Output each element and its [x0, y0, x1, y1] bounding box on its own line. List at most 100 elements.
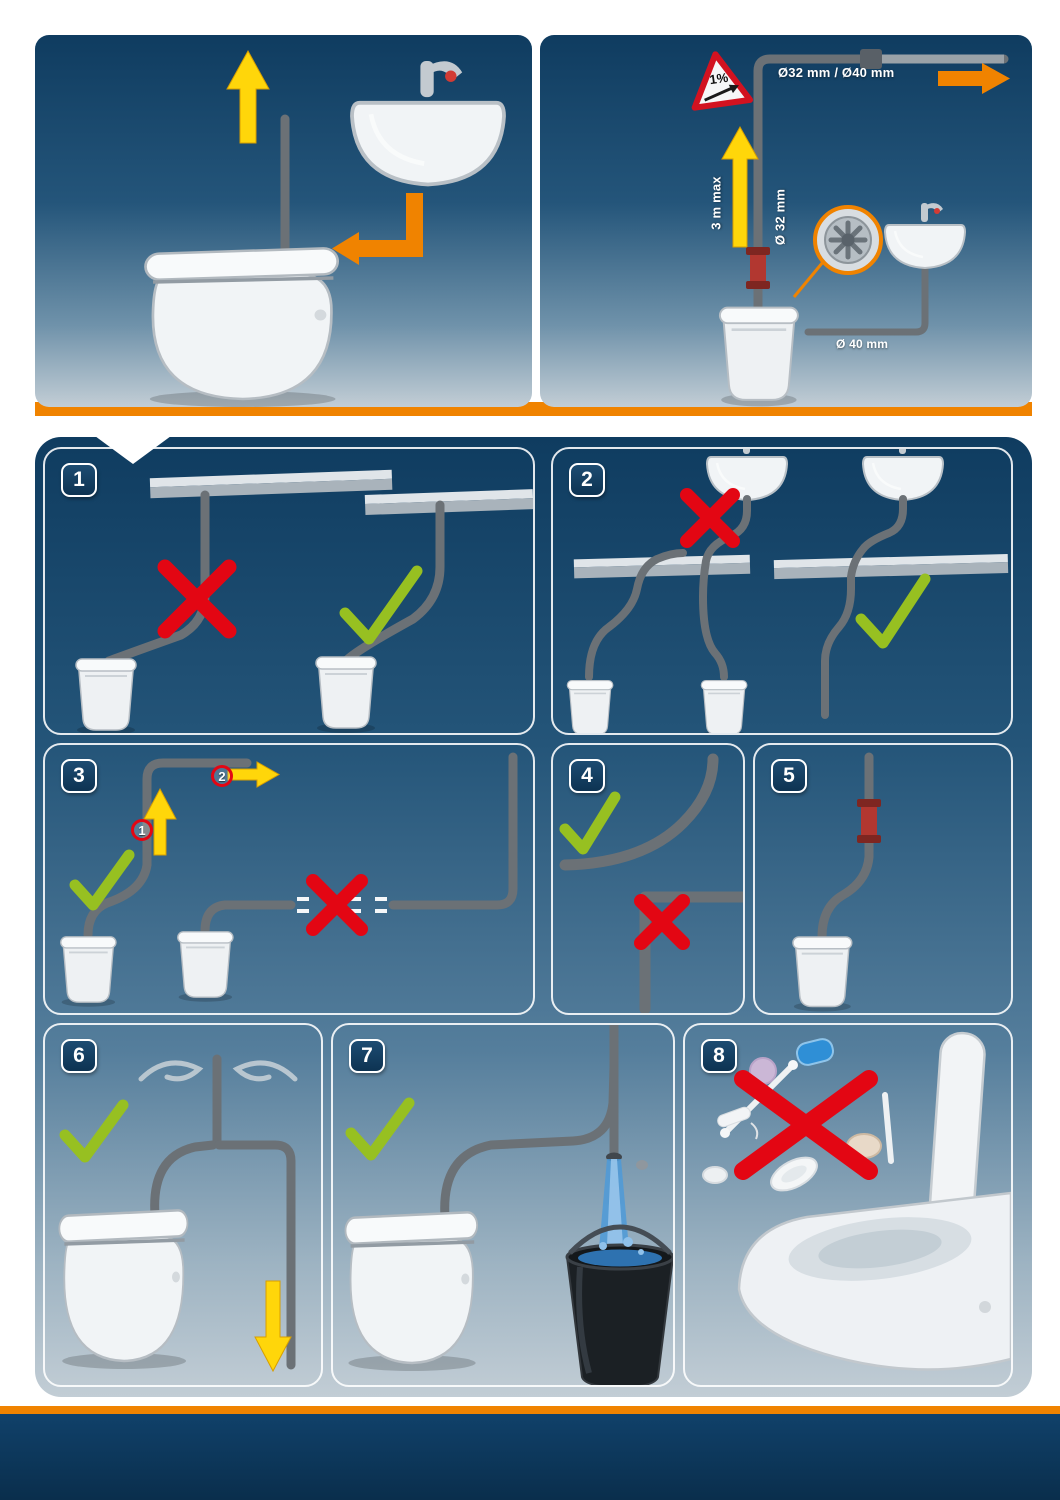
check-icon	[855, 573, 931, 649]
step-7-badge: 7	[349, 1039, 385, 1073]
slope-warning-sign: 1%	[684, 47, 754, 113]
step-2-illustration	[566, 449, 1009, 733]
debris	[636, 1160, 648, 1170]
check-icon	[345, 1097, 415, 1161]
pipe-dimension-panel: Ø32 mm / Ø40 mm 3 m max Ø 32 mm Ø 40 mm …	[540, 35, 1032, 408]
panel-notch	[95, 436, 171, 464]
cross-icon	[634, 894, 690, 950]
top-pipe-label: Ø32 mm / Ø40 mm	[778, 65, 895, 80]
toilet-icon	[343, 1210, 480, 1373]
check-icon	[339, 565, 423, 645]
cross-icon	[157, 559, 237, 639]
horizontal-pipe-label: Ø 40 mm	[836, 337, 889, 351]
discharge-pipe	[817, 752, 874, 942]
bucket-icon	[565, 1224, 673, 1385]
slope-value-label: 1%	[708, 69, 730, 88]
bucket-handle	[568, 1224, 672, 1255]
step-4-illustration	[559, 753, 743, 1013]
tampon-icon	[717, 1106, 751, 1128]
step-1-badge: 1	[61, 463, 97, 497]
toilet-pipe	[150, 1140, 218, 1220]
step-4-badge: 4	[569, 759, 605, 793]
ceiling-beam	[149, 469, 533, 515]
check-icon	[69, 849, 135, 911]
step-6-badge: 6	[61, 1039, 97, 1073]
max-height-arrow-icon	[721, 125, 759, 248]
nonreturn-valve-icon	[857, 799, 881, 843]
pipe-horizontal-b	[388, 752, 518, 910]
check-icon	[59, 1099, 129, 1163]
toilet-tank-icon	[315, 656, 377, 733]
step-3-illustration	[59, 752, 518, 1008]
check-icon	[559, 791, 621, 855]
air-vent-icon	[138, 1060, 298, 1082]
washbasin-icon	[705, 449, 789, 502]
toilet-tank-icon	[59, 935, 117, 1008]
toilet-open-icon	[737, 1031, 1011, 1371]
cotton-swab-icon	[882, 1092, 894, 1164]
washbasin-icon	[352, 61, 504, 185]
step-3-badge: 3	[61, 759, 97, 793]
step-5-panel: 5	[753, 743, 1013, 1015]
overview-connection-panel	[35, 35, 532, 409]
discharge-pipe	[753, 54, 1009, 316]
cross-icon	[306, 874, 368, 936]
step-5-badge: 5	[771, 759, 807, 793]
sequence-marker-1: 1	[131, 819, 153, 841]
pipe-right	[341, 500, 445, 666]
step-8-badge: 8	[701, 1039, 737, 1073]
washbasin-icon	[861, 449, 945, 502]
flow-arrow-icon	[938, 63, 1010, 94]
step-8-panel: 8	[683, 1023, 1013, 1387]
cross-icon	[734, 1070, 878, 1180]
nonreturn-valve-icon	[746, 247, 770, 289]
pipe-wrong	[699, 495, 751, 681]
step-4-panel: 4	[551, 743, 745, 1015]
inlet-arrow-icon	[332, 193, 423, 265]
step-7-panel: 7	[331, 1023, 675, 1387]
max-lift-label: 3 m max	[708, 176, 724, 230]
step-8-illustration	[702, 1031, 1011, 1371]
step-1-illustration	[75, 469, 533, 733]
up-arrow-icon	[226, 49, 270, 144]
macerator-detail-zoom	[792, 205, 883, 298]
down-arrow-icon	[254, 1280, 292, 1373]
step-6-panel: 6	[43, 1023, 323, 1387]
toilet-icon	[718, 306, 800, 408]
toilet-tank-icon	[791, 935, 853, 1013]
vertical-pipe-label: Ø 32 mm	[772, 188, 788, 246]
toilet-tank-icon	[700, 679, 748, 733]
overview-connection-illustration	[143, 49, 532, 409]
basin-drain-pipe	[804, 263, 929, 336]
warning-triangle-icon	[691, 51, 754, 111]
pipe-right	[821, 495, 907, 719]
cotton-pad-icon	[702, 1166, 728, 1184]
toilet-icon	[143, 246, 341, 409]
toilet-pipe	[440, 1062, 619, 1222]
right-arrow-icon	[227, 761, 281, 788]
toilet-tank-icon	[75, 658, 137, 733]
washbasin-icon	[883, 201, 967, 270]
step-6-illustration	[57, 1054, 298, 1373]
installation-steps-panel: 1	[35, 436, 1032, 1397]
toilet-icon	[57, 1208, 190, 1371]
pipe-sweep-bend	[559, 753, 719, 871]
step-7-illustration	[343, 1025, 673, 1385]
pipe-dimension-illustration	[718, 49, 1010, 408]
wet-wipe-icon	[795, 1038, 835, 1066]
step-2-panel: 2	[551, 447, 1013, 735]
pipe-wrong	[104, 490, 210, 666]
pipe-vertical-first	[83, 758, 252, 940]
step-3-panel: 3 1 2	[43, 743, 535, 1015]
toilet-tank-icon	[176, 930, 234, 1003]
step-1-panel: 1	[43, 447, 535, 735]
footer-bar	[0, 1414, 1060, 1500]
cross-icon	[680, 488, 740, 548]
pipe-coupling	[860, 49, 882, 69]
water-stream	[599, 1159, 629, 1249]
footer-orange-line	[0, 1406, 1060, 1414]
toilet-tank-icon	[566, 679, 614, 733]
sequence-marker-2: 2	[211, 765, 233, 787]
sanitary-pad-icon	[770, 1156, 818, 1192]
